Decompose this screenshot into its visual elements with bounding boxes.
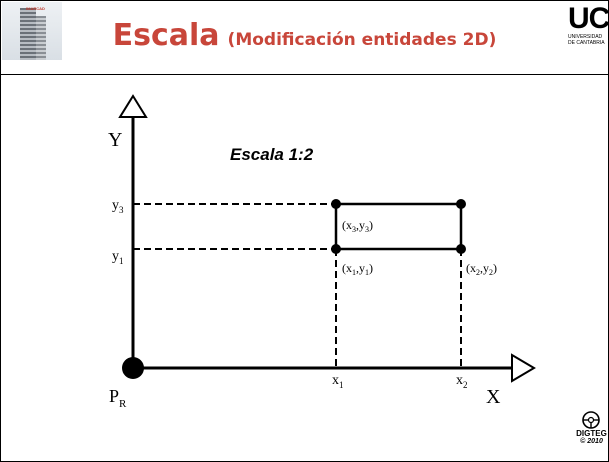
y1-label: y1	[112, 249, 124, 266]
university-logo-letters: UC	[568, 2, 609, 35]
point-label-x2-y2: (x2,y2)	[466, 261, 497, 277]
x-axis-arrowhead	[511, 353, 536, 383]
slide-title: Escala (Modificación entidades 2D)	[0, 18, 609, 53]
origin-label: PR	[109, 386, 127, 410]
point-x3-y3	[331, 199, 341, 209]
university-logo-line1: UNIVERSIDAD	[568, 34, 603, 40]
slide-title-main: Escala	[112, 18, 220, 53]
digteg-logo-year: © 2010	[580, 438, 603, 445]
digteg-logo: DIGTEG © 2010	[574, 429, 609, 446]
university-logo: UC UNIVERSIDAD DE CANTABRIA	[568, 2, 609, 47]
building-tower-shape	[20, 8, 36, 60]
scaled-rectangle	[334, 202, 463, 251]
point-label-x3-y3: (x3,y3)	[342, 218, 373, 234]
university-logo-line2: DE CANTABRIA	[568, 40, 605, 46]
origin-point	[122, 357, 144, 379]
x1-label: x1	[332, 373, 344, 390]
steering-wheel-icon	[582, 411, 600, 429]
y-axis-arrowhead	[118, 94, 148, 118]
slide-title-subtitle: (Modificación entidades 2D)	[227, 30, 497, 50]
x-axis-label: X	[486, 386, 501, 408]
building-logo: IMARCAD	[2, 2, 62, 60]
point-x2-y2	[456, 244, 466, 254]
point-top-right	[456, 199, 466, 209]
digteg-logo-name: DIGTEG	[576, 429, 607, 438]
point-label-x1-y1: (x1,y1)	[342, 261, 373, 277]
header-divider	[1, 74, 608, 75]
origin-label-sub: R	[119, 398, 127, 410]
x2-label: x2	[456, 373, 468, 390]
y3-label: y3	[112, 198, 124, 215]
point-x1-y1	[331, 244, 341, 254]
building-logo-tag: IMARCAD	[26, 6, 45, 11]
scale-label: Escala 1:2	[230, 145, 314, 164]
y-axis-label: Y	[108, 129, 122, 151]
origin-label-main: P	[109, 386, 119, 406]
building-tower-shape-secondary	[36, 16, 46, 60]
